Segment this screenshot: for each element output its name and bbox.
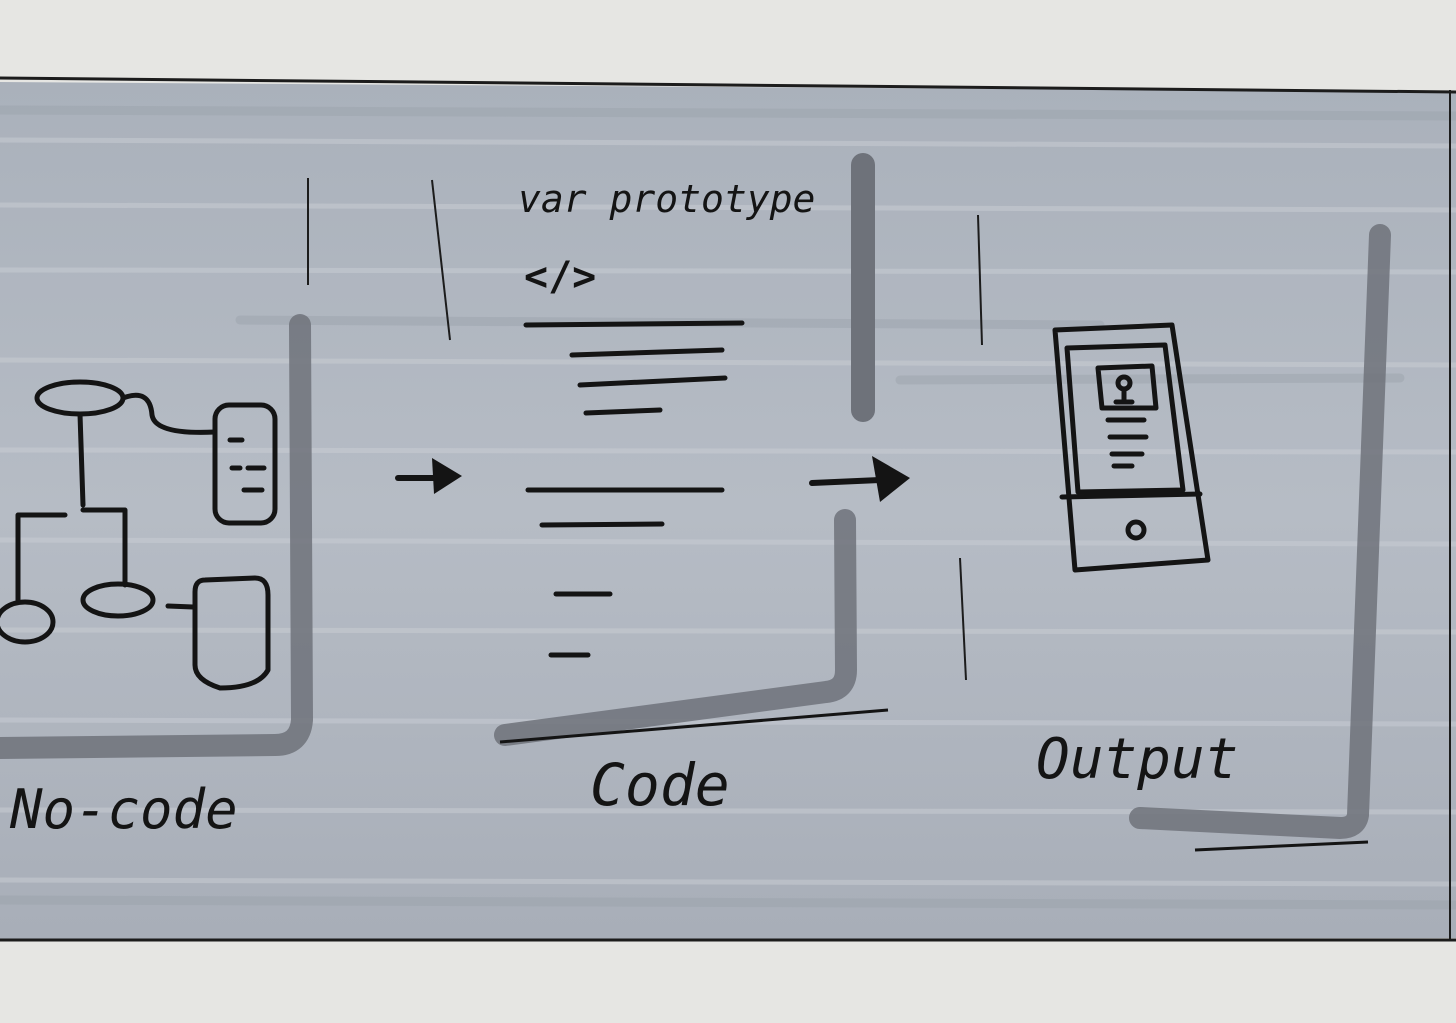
output-caption: Output <box>1036 727 1238 792</box>
output-divider-bottom <box>959 557 967 681</box>
nocode-panel <box>0 178 313 759</box>
code-line <box>523 320 745 328</box>
phone-mockup-icon <box>1052 322 1211 573</box>
flowchart-process-node <box>192 575 271 691</box>
output-panel <box>959 214 1391 852</box>
code-line <box>539 521 665 528</box>
nocode-panel-shadow <box>0 314 313 759</box>
code-tag-icon: </> <box>524 254 596 300</box>
code-divider-top <box>431 179 451 341</box>
frame-top-line <box>0 76 1456 94</box>
flowchart-database-node <box>212 402 278 526</box>
arrow-code-to-output <box>809 456 910 502</box>
code-line <box>569 347 725 358</box>
code-header-text: var prototype <box>518 177 815 221</box>
code-panel: var prototype </> <box>431 153 889 746</box>
output-divider-top <box>977 214 983 346</box>
code-panel-shadow <box>494 509 857 746</box>
flowchart-middle-node <box>80 581 156 619</box>
flowchart-left-node <box>0 599 56 645</box>
arrow-nocode-to-code <box>395 458 462 494</box>
output-panel-shadow <box>1129 224 1391 839</box>
code-caption: Code <box>590 751 730 819</box>
flowchart <box>0 379 278 691</box>
code-line <box>583 407 663 416</box>
gray-wash-band <box>0 82 1456 940</box>
phone-home-button-icon <box>1125 519 1147 541</box>
code-line <box>577 375 728 388</box>
phone-avatar-box-icon <box>1095 363 1159 411</box>
code-lines <box>523 320 745 658</box>
nocode-caption: No-code <box>9 778 238 841</box>
